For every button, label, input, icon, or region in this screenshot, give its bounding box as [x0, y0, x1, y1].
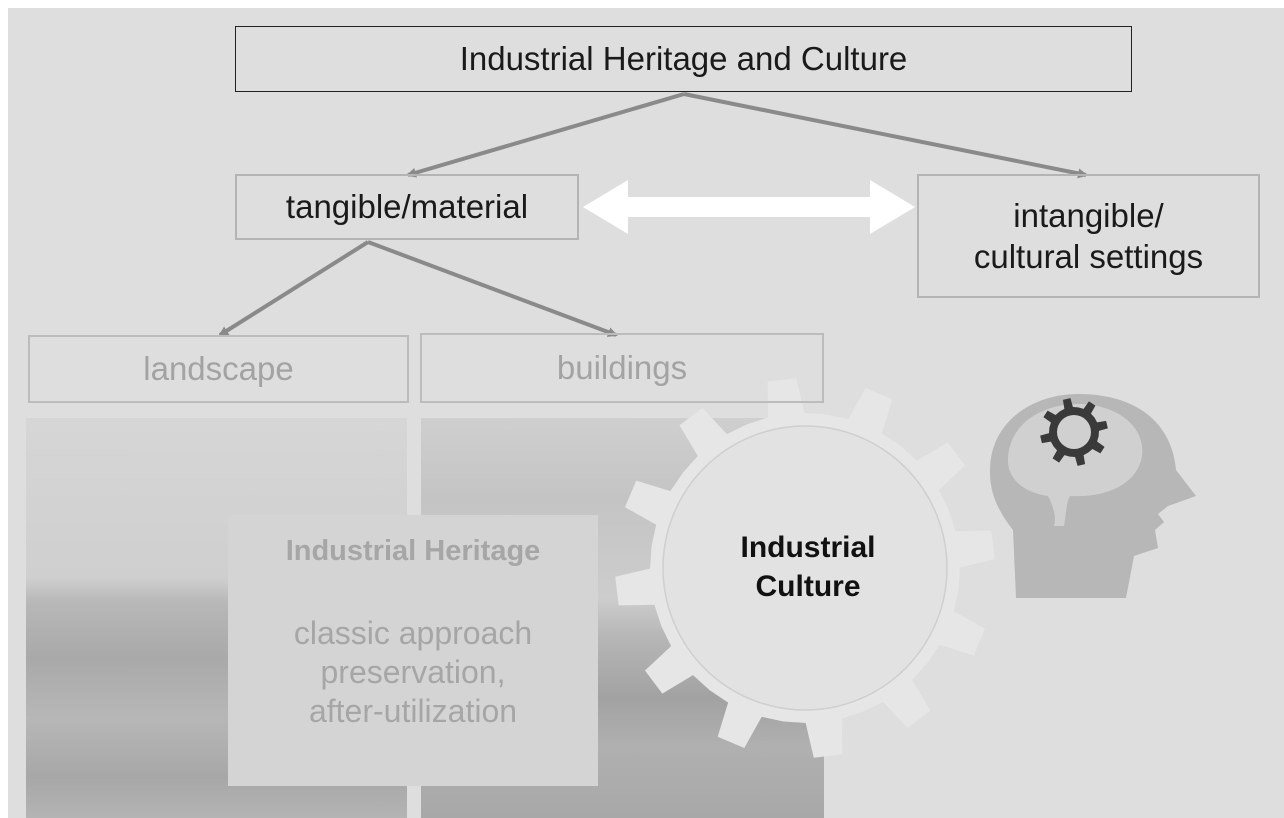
landscape-label: landscape	[143, 350, 294, 387]
diagram-graphics	[218, 92, 1196, 758]
heritage-line-2: preservation,	[320, 654, 506, 690]
buildings-node: buildings	[420, 333, 824, 403]
gear-icon	[1040, 398, 1108, 466]
tangible-node: tangible/material	[235, 174, 579, 240]
small-gear-hole	[1057, 415, 1091, 449]
big-gear-hole	[662, 425, 948, 711]
gear-icon	[615, 378, 995, 758]
diagram-canvas: Industrial Heritage and Culture tangible…	[8, 8, 1284, 818]
arrow-root-to-tangible	[406, 92, 685, 178]
intangible-label-line-1: intangible/	[1013, 196, 1164, 234]
intangible-label-line-2: cultural settings	[973, 238, 1204, 275]
intangible-node: intangible/ cultural settings	[917, 174, 1260, 298]
root-label: Industrial Heritage and Culture	[459, 40, 908, 77]
industrial-culture-label: Industrial Culture	[658, 528, 958, 606]
industrial-heritage-panel: Industrial Heritage classic approach pre…	[228, 515, 598, 786]
double-arrow-icon	[583, 180, 915, 234]
culture-line-1: Industrial	[740, 531, 876, 564]
head-icon	[989, 394, 1196, 598]
culture-line-2: Culture	[755, 570, 861, 603]
heritage-line-3: after-utilization	[308, 693, 518, 729]
root-node: Industrial Heritage and Culture	[235, 26, 1132, 92]
arrow-tangible-to-buildings	[367, 240, 618, 337]
arrow-tangible-to-landscape	[218, 240, 370, 337]
heritage-line-1: classic approach	[293, 615, 533, 651]
heritage-title: Industrial Heritage	[285, 535, 541, 567]
arrow-root-to-intangible	[683, 92, 1088, 179]
landscape-node: landscape	[28, 335, 409, 403]
tangible-label: tangible/material	[285, 188, 529, 225]
buildings-label: buildings	[556, 349, 688, 386]
